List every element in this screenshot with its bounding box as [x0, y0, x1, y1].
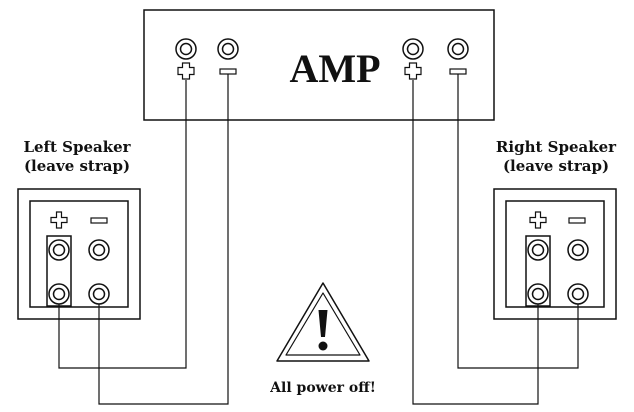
left-speaker-note: (leave strap)	[24, 157, 130, 175]
wire-left-plus	[58, 80, 187, 369]
left-speaker-minus-icon	[90, 217, 108, 224]
warning-icon	[276, 282, 370, 362]
right-speaker-strap	[525, 235, 551, 307]
amp-right-minus-terminal	[447, 38, 469, 60]
right-speaker-plus-icon	[529, 211, 547, 229]
left-speaker-terminal	[17, 188, 141, 320]
right-speaker-terminal	[493, 188, 617, 320]
right-speaker-plus-lower-post	[527, 283, 549, 305]
amp-left-plus-terminal	[175, 38, 197, 60]
right-speaker-title: Right Speaker	[496, 138, 617, 156]
left-speaker-outer-box	[17, 188, 141, 320]
wire-left-minus	[98, 74, 229, 405]
amp-right-plus-icon	[404, 62, 422, 80]
amp-left-minus-terminal	[217, 38, 239, 60]
right-speaker-plus-upper-post	[527, 239, 549, 261]
wire-right-plus	[412, 80, 539, 405]
right-speaker-minus-icon	[568, 217, 586, 224]
right-speaker-inner-box	[505, 200, 605, 308]
left-speaker-title: Left Speaker	[23, 138, 131, 156]
right-speaker-note: (leave strap)	[503, 157, 609, 175]
right-speaker-minus-lower-post	[567, 283, 589, 305]
right-speaker-minus-upper-post	[567, 239, 589, 261]
amp-label: AMP	[289, 46, 380, 91]
amplifier: AMP	[143, 9, 495, 121]
left-speaker-plus-icon	[50, 211, 68, 229]
wire-right-minus	[457, 74, 579, 369]
amplifier-box	[143, 9, 495, 121]
amp-left-minus-icon	[219, 68, 237, 75]
left-speaker-inner-box	[29, 200, 129, 308]
amp-right-minus-icon	[449, 68, 467, 75]
amp-left-plus-icon	[177, 62, 195, 80]
amp-right-plus-terminal	[402, 38, 424, 60]
left-speaker-strap	[46, 235, 72, 307]
right-speaker-outer-box	[493, 188, 617, 320]
left-speaker-minus-lower-post	[88, 283, 110, 305]
left-speaker-plus-lower-post	[48, 283, 70, 305]
warning-text: All power off!	[269, 380, 376, 396]
left-speaker-minus-upper-post	[88, 239, 110, 261]
left-speaker-plus-upper-post	[48, 239, 70, 261]
